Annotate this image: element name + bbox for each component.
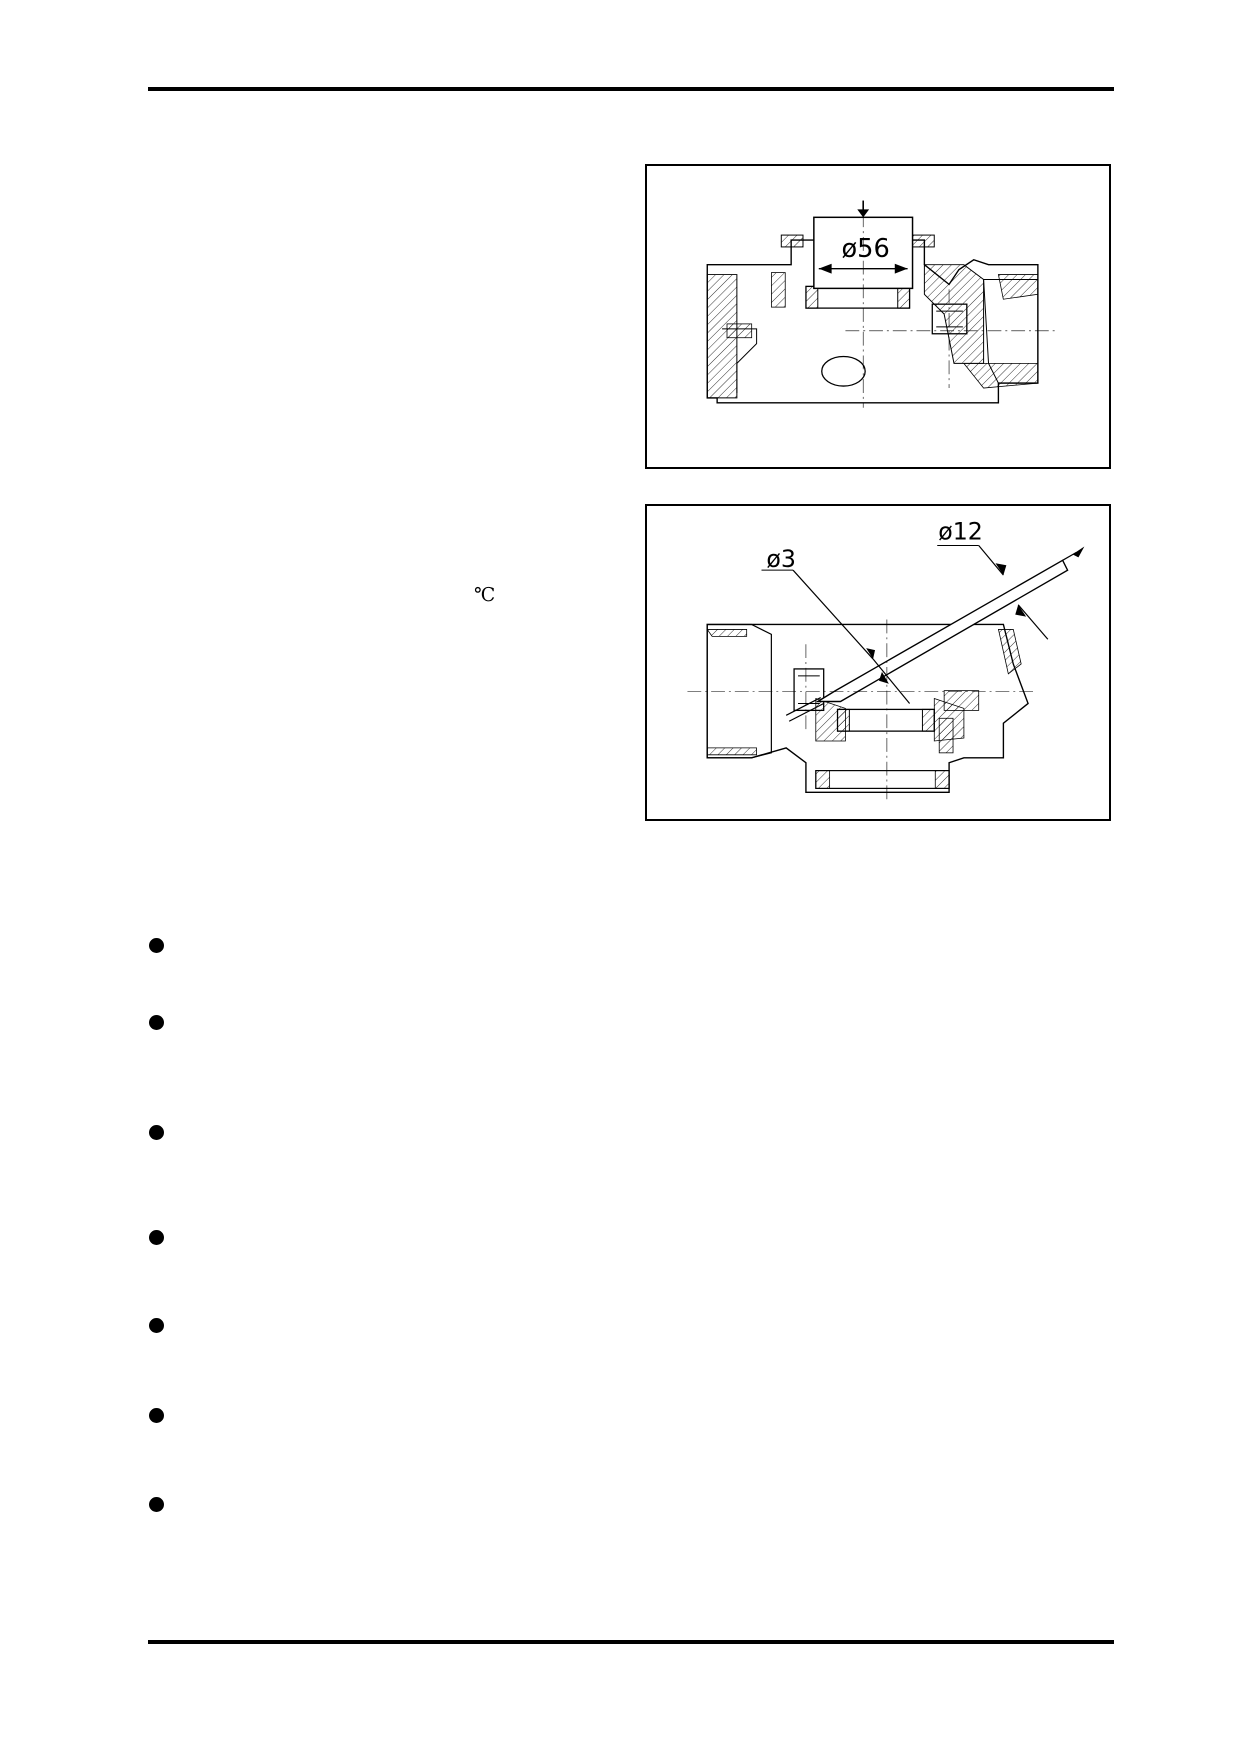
figure-bearing-removal-diagram: ø3 ø12 xyxy=(645,504,1111,821)
bullet-item-3 xyxy=(149,1125,164,1140)
punch-rod xyxy=(815,559,1069,703)
diameter-3-label: ø3 xyxy=(766,545,796,573)
bullet-item-2 xyxy=(149,1015,164,1030)
down-arrow-icon xyxy=(857,209,870,218)
footer-rule xyxy=(148,1640,1114,1644)
bearing-removal-drawing: ø3 ø12 xyxy=(687,518,1085,803)
bearing-press-drawing: ø56 xyxy=(706,200,1058,408)
celsius-symbol: ℃ xyxy=(474,585,496,606)
figure-bearing-press-diagram: ø56 xyxy=(645,164,1111,469)
bullet-item-5 xyxy=(149,1318,164,1333)
press-tool xyxy=(813,216,914,290)
diameter-56-label: ø56 xyxy=(841,234,889,264)
diameter-12-label: ø12 xyxy=(938,518,983,546)
push-arrow-icon xyxy=(1072,546,1085,558)
bullet-item-6 xyxy=(149,1408,164,1423)
header-rule xyxy=(148,87,1114,91)
bullet-item-4 xyxy=(149,1230,164,1245)
bullet-item-1 xyxy=(149,938,164,953)
bullet-item-7 xyxy=(149,1497,164,1512)
